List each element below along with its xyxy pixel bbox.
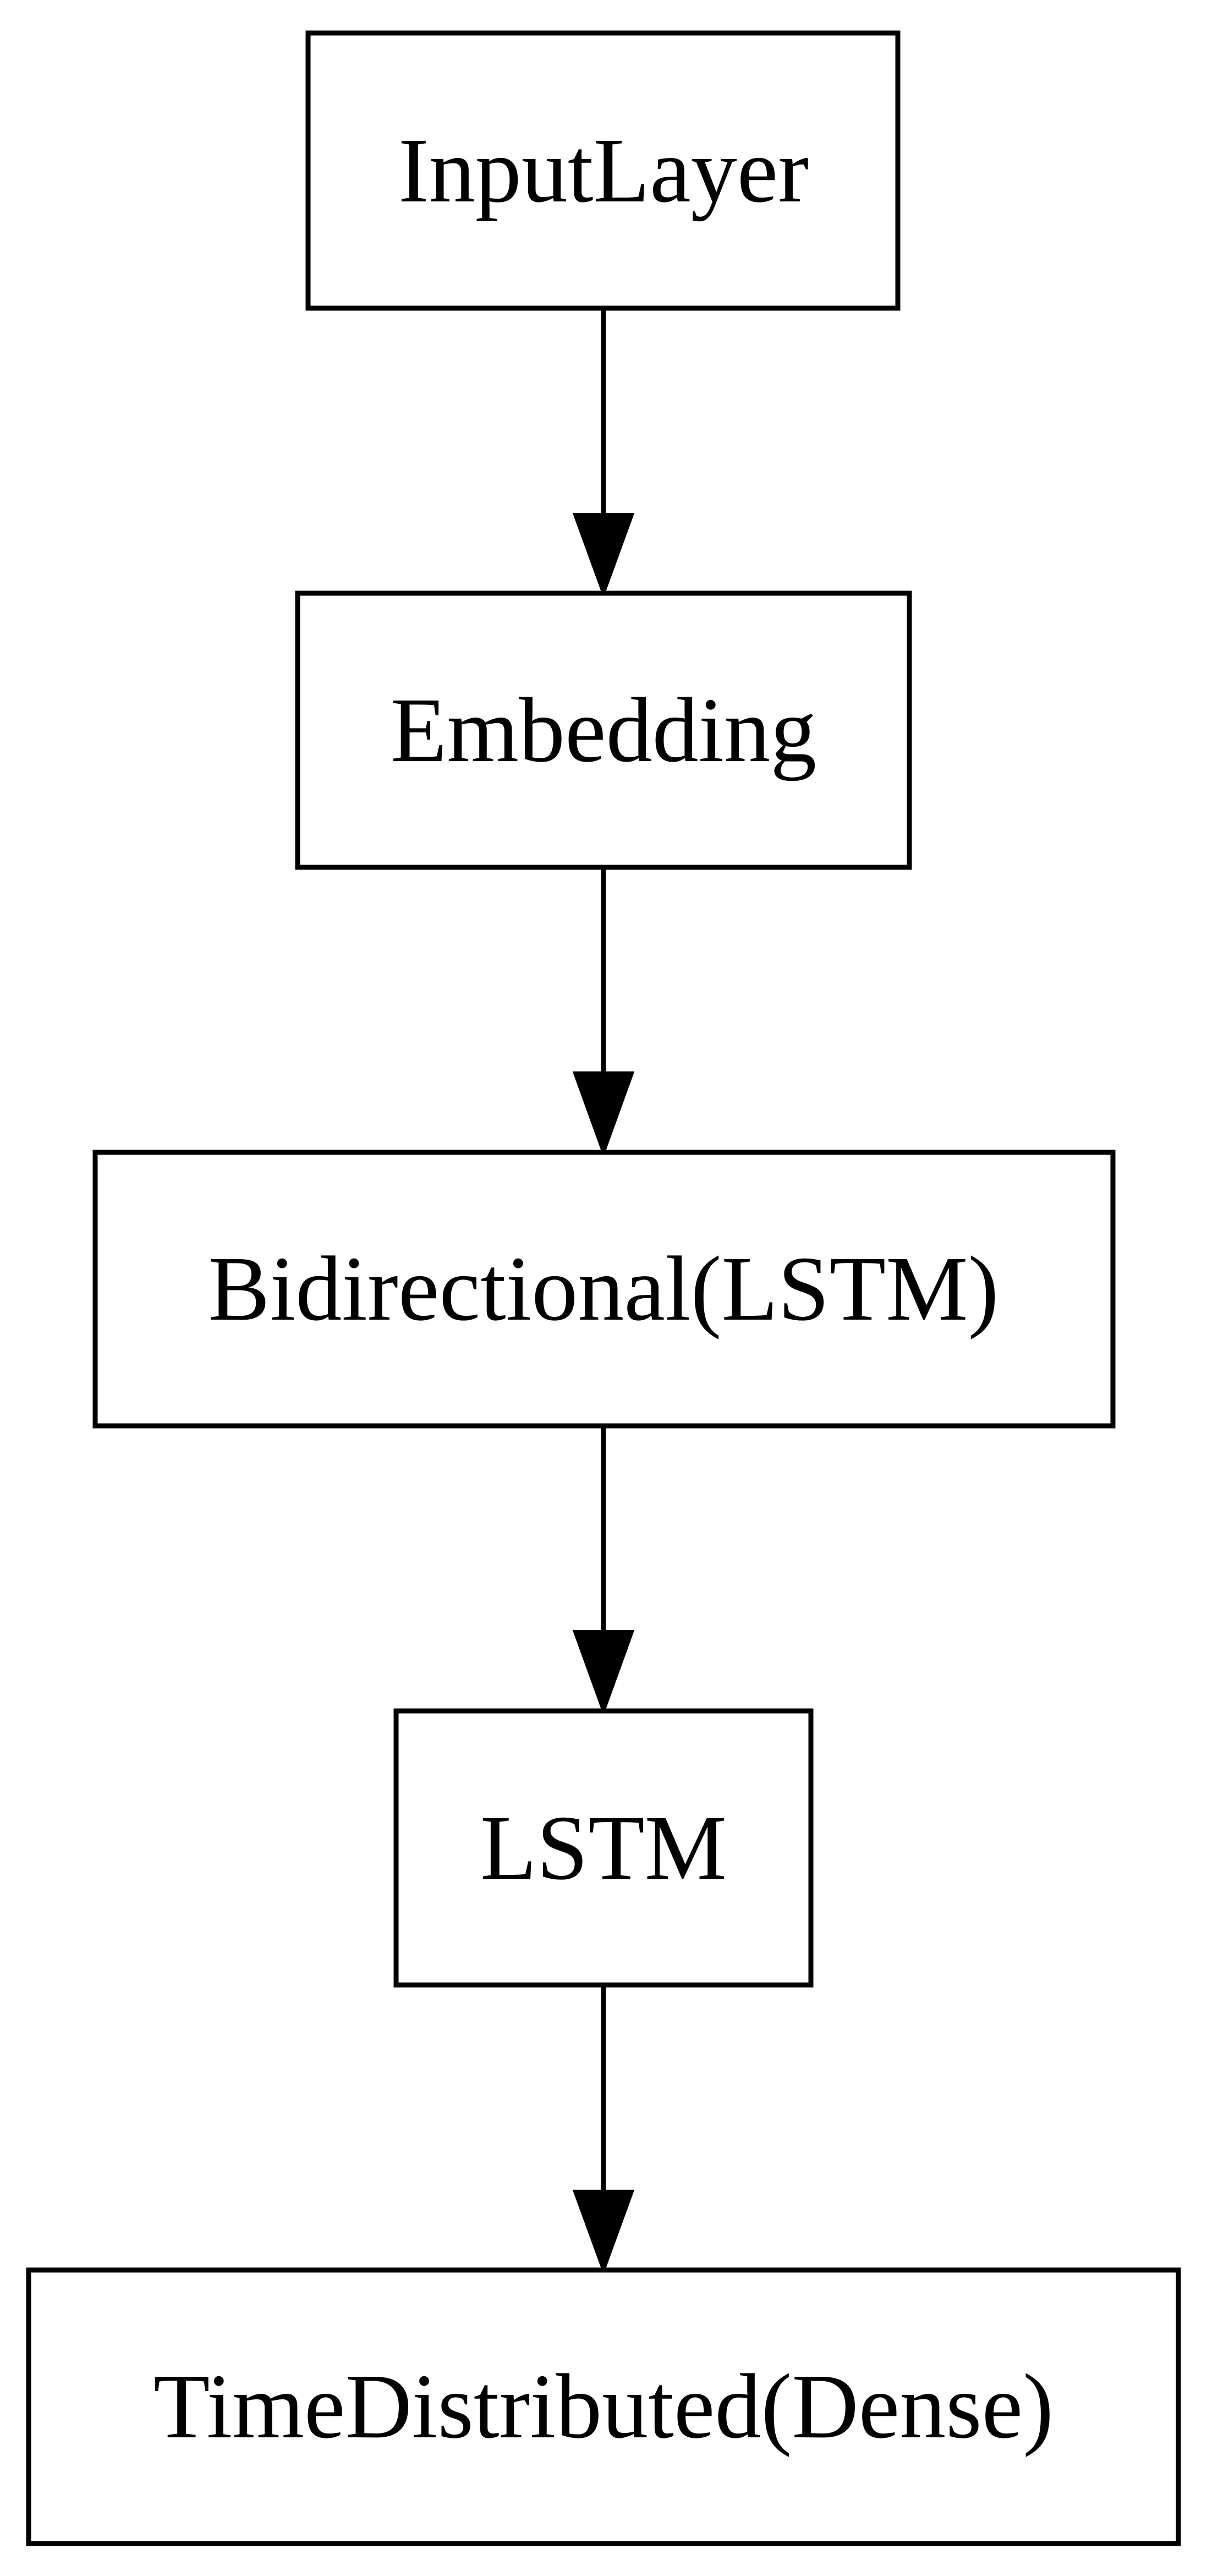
node-embedding: Embedding (295, 590, 912, 870)
edge-bidirectional-lstm-to-lstm (572, 1426, 635, 1716)
node-timedistributed-dense: TimeDistributed(Dense) (26, 2267, 1181, 2546)
node-lstm: LSTM (393, 1708, 814, 1988)
edge-lstm-to-timedistributed-dense (572, 1985, 635, 2275)
node-input-layer: InputLayer (305, 30, 901, 311)
arrowhead-icon (572, 513, 635, 598)
node-label: Embedding (391, 679, 817, 781)
arrowhead-icon (572, 1071, 635, 1157)
arrowhead-icon (572, 2190, 635, 2275)
node-label: TimeDistributed(Dense) (153, 2355, 1054, 2458)
edge-input-to-embedding (572, 308, 635, 598)
node-label: LSTM (480, 1797, 727, 1899)
node-bidirectional-lstm: Bidirectional(LSTM) (92, 1150, 1116, 1429)
arrowhead-icon (572, 1630, 635, 1716)
node-label: InputLayer (398, 119, 809, 222)
edge-embedding-to-bidirectional-lstm (572, 867, 635, 1157)
node-label: Bidirectional(LSTM) (208, 1238, 998, 1340)
